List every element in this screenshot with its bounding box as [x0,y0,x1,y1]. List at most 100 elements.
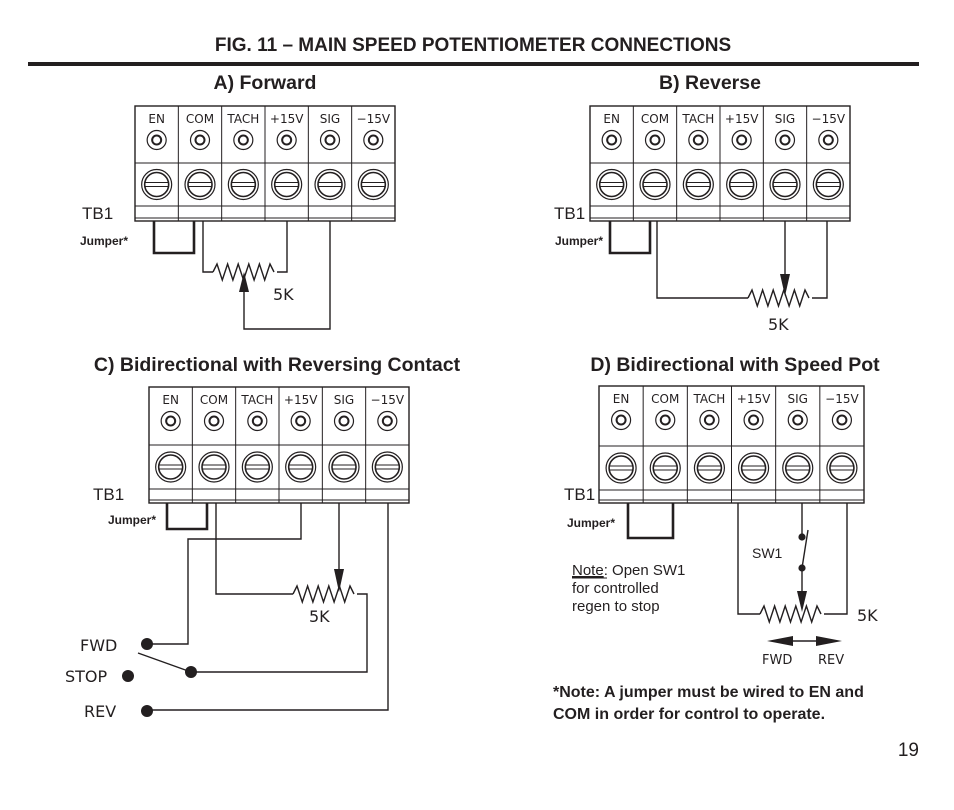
wiper-arrow-d [797,591,807,612]
terminal-jack-icon[interactable] [787,409,808,431]
terminal-jack-icon[interactable] [203,410,225,432]
terminal-jack-icon[interactable] [610,409,632,431]
potentiometer-resistor-c [292,583,355,605]
terminal-jack-icon[interactable] [601,129,622,151]
terminal-jack-icon[interactable] [233,129,254,151]
terminal-jack-icon[interactable] [774,129,796,151]
terminal-screw-head [230,171,257,198]
terminal-label: TACH [240,393,273,407]
terminal-label: EN [162,393,179,407]
terminal-screw-icon[interactable] [371,451,403,483]
terminal-jack-icon[interactable] [731,129,752,151]
terminal-screw-icon[interactable] [285,451,317,483]
terminal-jack-hole [822,134,834,146]
plus15v-wire-d [737,503,760,615]
terminal-screw-icon[interactable] [328,451,360,483]
terminal-screw-icon[interactable] [198,451,230,483]
terminal-jack-icon[interactable] [818,129,839,151]
terminal-screw-head [287,454,314,480]
sw1-note-line1: Note: Open SW1 [572,562,685,579]
fwd-contact[interactable] [141,638,153,650]
panel-d-title: D) Bidirectional with Speed Pot [590,354,880,376]
tb1-label: TB1 [554,204,585,223]
terminal-screw-icon[interactable] [227,168,259,201]
panel-d-wiring: SW1 5K FWD REV Note: Open SW1 for contro… [572,503,878,668]
plus15v-wire-a [277,221,288,273]
terminal-screw-icon[interactable] [605,452,637,484]
rev-contact[interactable] [141,705,153,717]
terminal-jack-icon[interactable] [333,410,355,432]
terminal-screw-icon[interactable] [314,168,346,201]
terminal-screw-icon[interactable] [769,168,801,201]
terminal-screw-icon[interactable] [241,451,273,483]
terminal-jack-hole [194,134,206,146]
jumper-label: Jumper* [567,516,615,530]
terminal-screw-icon[interactable] [184,168,216,201]
terminal-jack-icon[interactable] [247,410,268,432]
panel-c-wiring: FWD STOP REV 5K [65,503,389,721]
terminal-jack-icon[interactable] [688,129,709,151]
terminal-screw-icon[interactable] [271,168,303,201]
terminal-screw-icon[interactable] [826,452,858,484]
terminal-screw-icon[interactable] [737,452,770,484]
terminal-jack-icon[interactable] [146,129,167,151]
direction-rev-label: REV [818,653,844,668]
terminal-jack-icon[interactable] [319,129,341,151]
minus15v-wire-c [147,503,389,711]
note-heading: Note [572,562,604,579]
page-number: 19 [898,740,919,761]
pot-value-d: 5K [857,606,878,625]
terminal-label: TACH [693,392,726,406]
fwd-label: FWD [80,636,117,655]
terminal-screw-icon[interactable] [639,168,671,201]
terminal-screw-head [652,455,679,481]
note-line1-rest: : Open SW1 [604,562,686,579]
terminal-label: COM [641,112,669,126]
terminal-screw-icon[interactable] [596,168,628,201]
stop-contact[interactable] [122,670,134,682]
terminal-screw-icon[interactable] [357,168,389,201]
terminal-label: −15V [825,392,859,406]
terminal-screw-head [642,171,668,198]
terminal-jack-icon[interactable] [377,410,398,432]
terminal-jack-icon[interactable] [189,129,211,151]
terminal-jack-hole [208,415,220,427]
terminal-screw-head [784,455,811,481]
terminal-jack-hole [237,134,249,146]
sw1-upper-contact[interactable] [798,533,806,541]
terminal-jack-hole [779,134,791,146]
terminal-jack-icon[interactable] [644,129,666,151]
terminal-jack-icon[interactable] [276,129,297,151]
terminal-jack-icon[interactable] [831,409,853,431]
terminal-jack-icon[interactable] [655,409,676,431]
terminal-screw-icon[interactable] [155,451,187,483]
terminal-label: −15V [357,112,391,126]
sw1-lever[interactable] [801,529,809,569]
switch-lever-c[interactable] [137,652,192,673]
terminal-jack-icon[interactable] [160,410,181,432]
terminal-jack-hole [836,414,848,426]
terminal-screw-icon[interactable] [782,452,814,484]
figure-title: FIG. 11 – MAIN SPEED POTENTIOMETER CONNE… [215,35,731,56]
terminal-screw-icon[interactable] [649,452,681,484]
tb1-label: TB1 [82,204,113,223]
terminal-jack-icon[interactable] [363,129,384,151]
terminal-screw-head [201,454,227,480]
terminal-jack-icon[interactable] [699,409,720,431]
terminal-jack-icon[interactable] [290,410,311,432]
switch-common-contact[interactable] [185,666,197,678]
terminal-screw-icon[interactable] [726,168,758,201]
terminal-jack-hole [736,134,748,146]
terminal-screw-icon[interactable] [682,168,714,201]
fwd-arrow-icon [767,636,793,646]
stop-label: STOP [65,667,108,686]
terminal-screw-icon[interactable] [812,168,844,201]
terminal-label: +15V [725,112,759,126]
terminal-jack-icon[interactable] [743,409,764,431]
terminal-label: +15V [284,393,318,407]
terminal-screw-icon[interactable] [141,168,173,201]
terminal-label: COM [200,393,228,407]
terminal-screw-icon[interactable] [693,452,726,484]
